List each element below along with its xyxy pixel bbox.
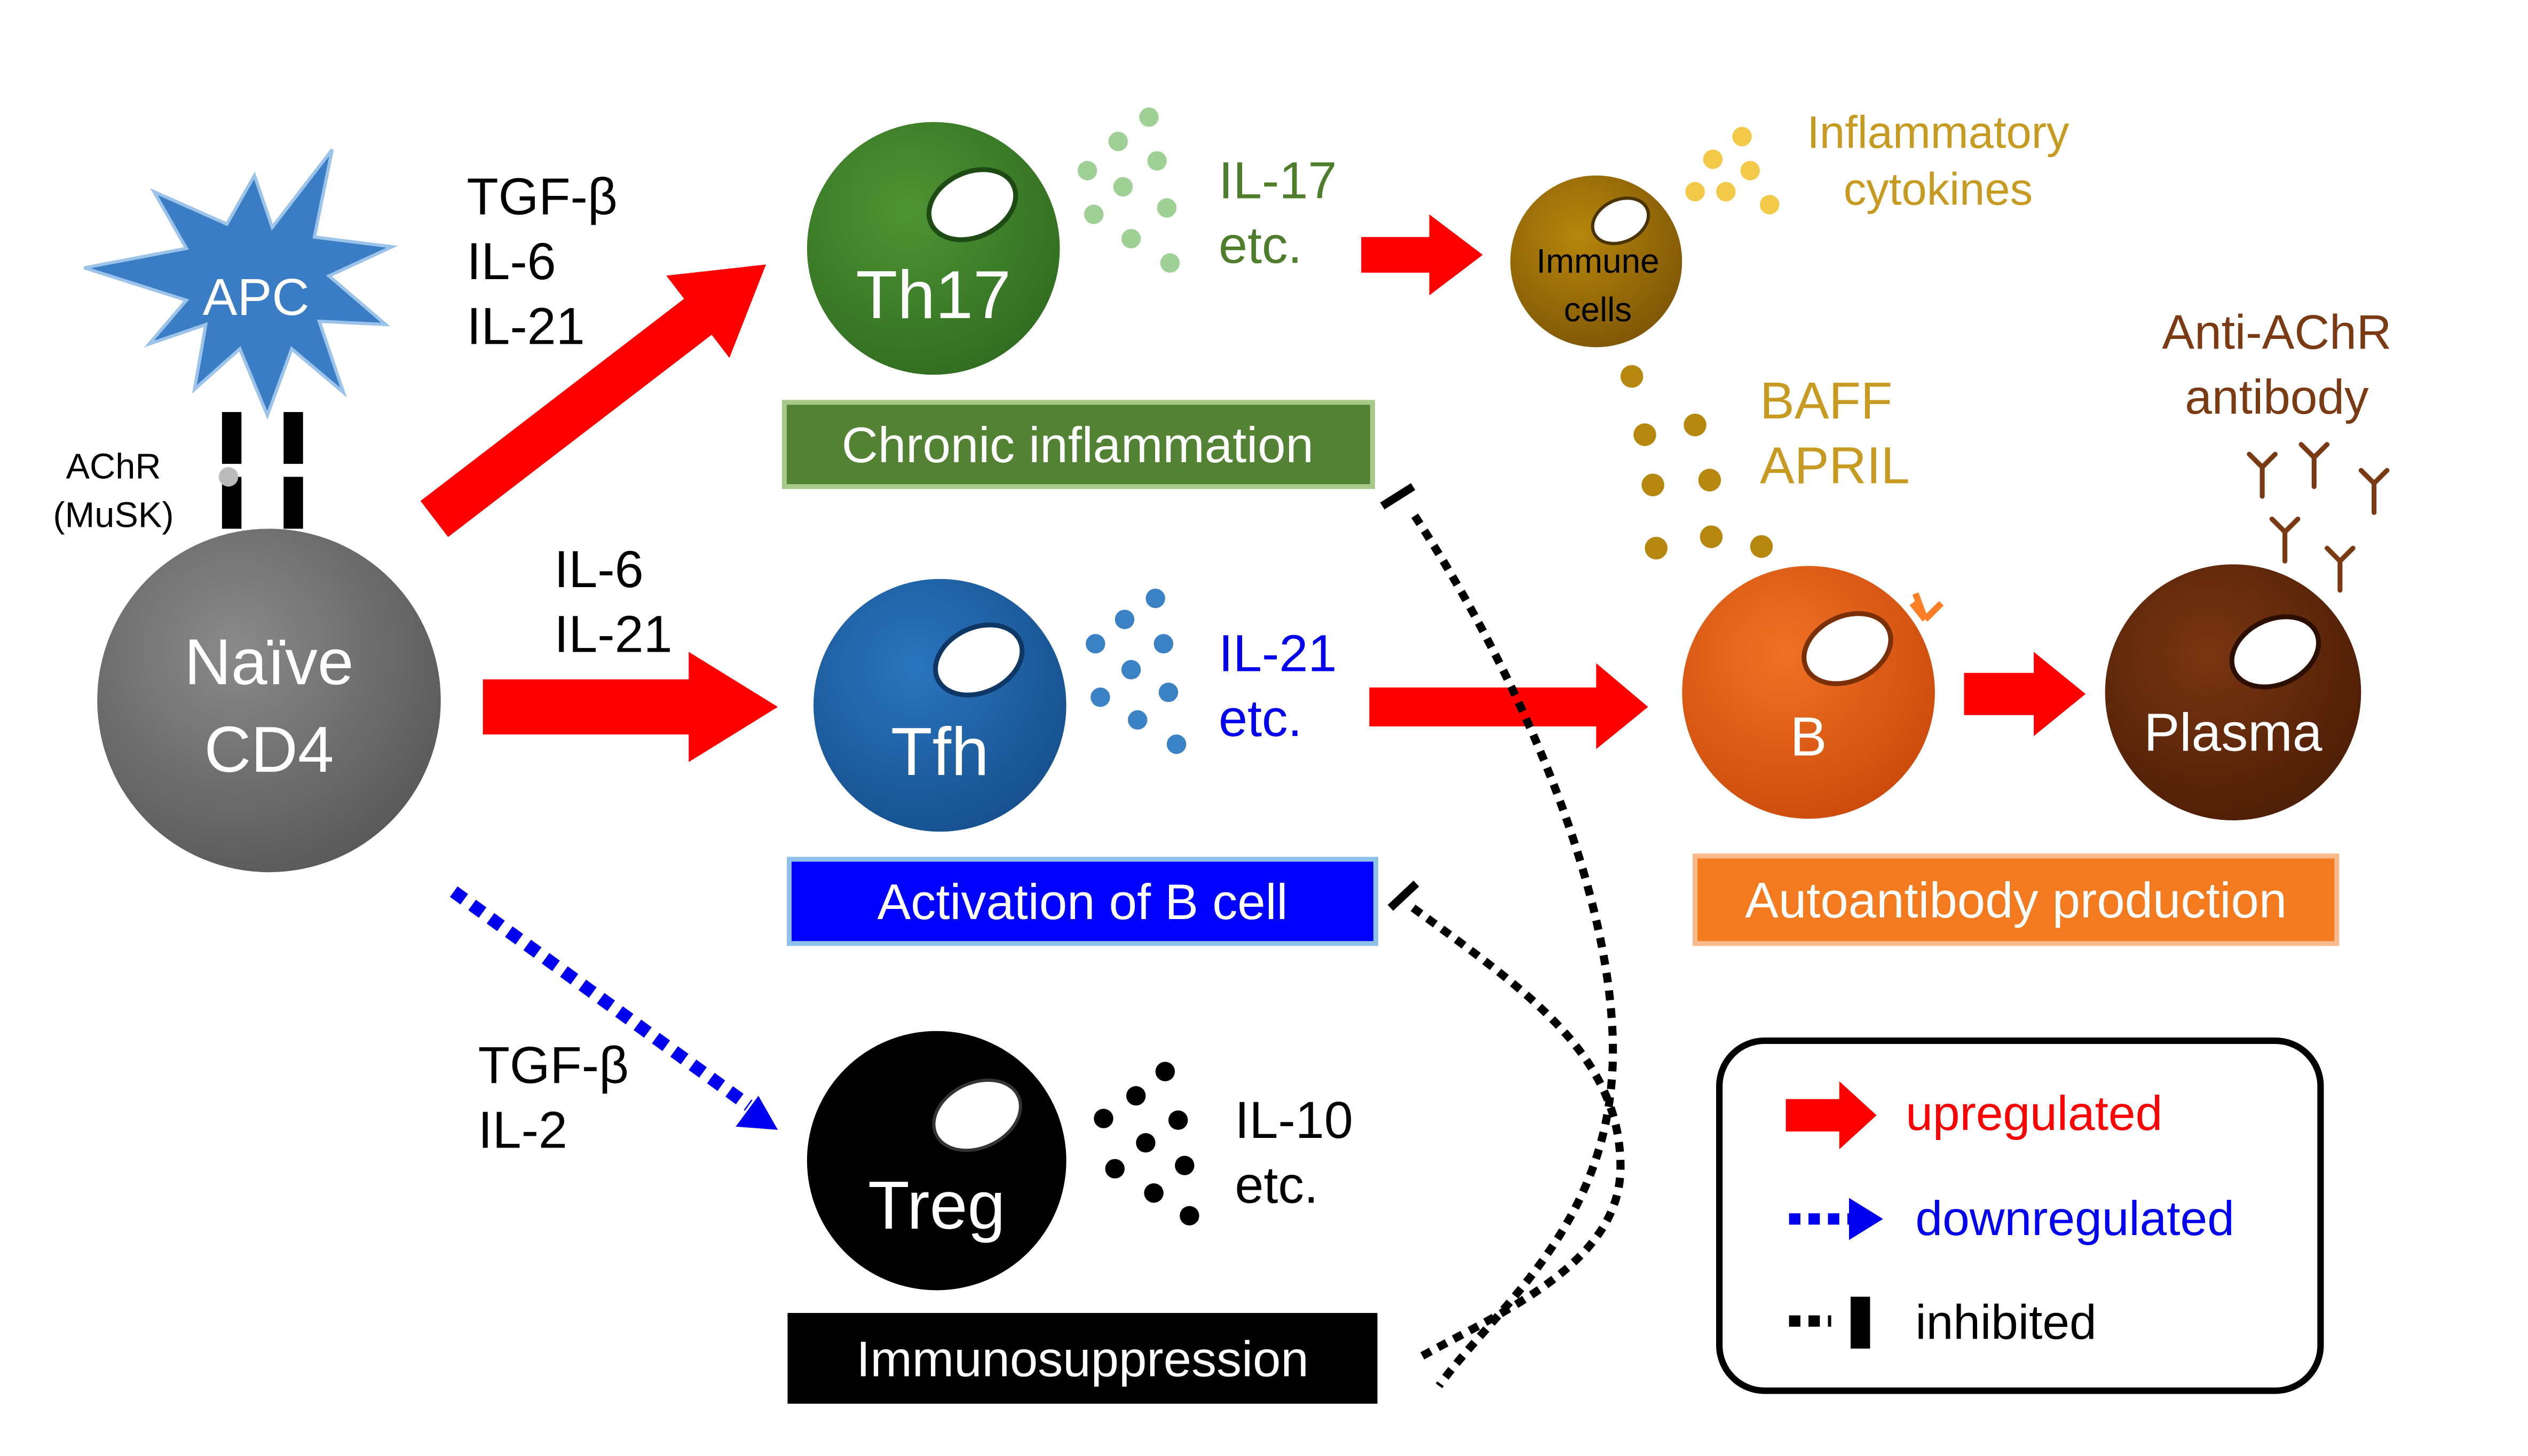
legend-downregulated-head: [1848, 1198, 1883, 1240]
arrow-naive-to-tfh: [483, 652, 778, 762]
apc-label: APC: [203, 268, 310, 326]
th17-label: Th17: [856, 257, 1011, 333]
inflammatory-cytokine-dots: [1685, 126, 1780, 215]
tfh-inducer-1: IL-6: [554, 540, 643, 598]
naive-cd4-cell: Naïve CD4: [97, 528, 441, 873]
treg-cytokine-1: IL-10: [1235, 1091, 1353, 1149]
legend: upregulated downregulated inhibited: [1716, 1037, 2324, 1394]
immunosuppression-box: Immunosuppression: [787, 1312, 1378, 1404]
treg-cell: Treg: [807, 1031, 1066, 1291]
legend-inhibited-label: inhibited: [1915, 1296, 2096, 1350]
th17-cytokine-2: etc.: [1219, 216, 1302, 274]
arrow-tfh-to-b: [1369, 663, 1648, 749]
legend-upregulated-label: upregulated: [1906, 1087, 2162, 1141]
th17-inducer-1: TGF-β: [467, 168, 617, 226]
legend-downregulated-label: downregulated: [1915, 1192, 2234, 1246]
th17-cytokine-dots: [1077, 107, 1180, 273]
baff-april-dots: [1620, 365, 1773, 560]
immune-cells: Immune cells: [1510, 175, 1682, 347]
baff-label: BAFF: [1760, 371, 1892, 430]
arrow-th17-to-immune: [1361, 214, 1483, 296]
antibody-icons: [2247, 442, 2390, 593]
b-label: B: [1790, 706, 1827, 767]
inhibition-to-activation: [1387, 880, 1625, 1362]
immune-nucleus: [1591, 196, 1650, 246]
antibody-label-2: antibody: [2185, 370, 2369, 424]
arrow-b-to-plasma: [1964, 652, 2086, 737]
th17-inducer-3: IL-21: [467, 297, 584, 355]
achr-label-line2: (MuSK): [53, 496, 173, 535]
tfh-nucleus: [933, 622, 1025, 698]
arrow-naive-to-treg-dotted: [449, 886, 778, 1130]
plasma-cell: Plasma: [2105, 564, 2361, 821]
april-label: APRIL: [1760, 437, 1910, 495]
inflammatory-label-1: Inflammatory: [1807, 107, 2069, 158]
th17-inducers: TGF-β IL-6 IL-21: [467, 168, 617, 355]
plasma-nucleus: [2229, 614, 2321, 690]
treg-inducer-2: IL-2: [478, 1101, 567, 1159]
arrow-naive-to-th17: [420, 264, 767, 537]
activation-of-b-cell-box: Activation of B cell: [786, 857, 1379, 946]
b-receptor: [1909, 592, 1944, 622]
achr-receptor: [218, 412, 303, 543]
tfh-cytokine-dots: [1086, 588, 1187, 754]
treg-cytokine-2: etc.: [1235, 1156, 1318, 1214]
achr-label-line1: AChR: [66, 447, 161, 486]
chronic-inflammation-box: Chronic inflammation: [781, 400, 1375, 489]
inflammatory-label-2: cytokines: [1844, 164, 2033, 215]
naive-label-line1: Naïve: [184, 626, 353, 698]
legend-upregulated-arrow: [1786, 1081, 1877, 1150]
immune-label-line2: cells: [1564, 290, 1632, 329]
plasma-label: Plasma: [2144, 703, 2322, 763]
treg-label: Treg: [868, 1168, 1005, 1244]
b-nucleus: [1802, 611, 1893, 686]
treg-inducers: TGF-β IL-2: [478, 1036, 629, 1159]
tfh-inducers: IL-6 IL-21: [554, 540, 672, 663]
inhibition-to-chronic: [1380, 483, 1617, 1388]
activation-of-b-cell-label: Activation of B cell: [878, 874, 1288, 930]
apc-star: [83, 148, 398, 420]
th17-cell: Th17: [807, 122, 1060, 375]
treg-cytokine-dots: [1094, 1062, 1199, 1226]
th17-cytokine-1: IL-17: [1219, 151, 1337, 209]
autoantibody-production-label: Autoantibody production: [1745, 872, 2287, 928]
treg-inducer-1: TGF-β: [478, 1036, 629, 1094]
immunosuppression-label: Immunosuppression: [856, 1331, 1308, 1387]
th17-nucleus: [926, 167, 1018, 242]
tfh-cell: Tfh: [813, 579, 1066, 832]
tfh-cytokine-1: IL-21: [1219, 624, 1337, 683]
immune-label-line1: Immune: [1536, 242, 1659, 280]
naive-label-line2: CD4: [204, 713, 334, 786]
tfh-inducer-2: IL-21: [554, 605, 672, 663]
tfh-label: Tfh: [891, 714, 989, 790]
chronic-inflammation-label: Chronic inflammation: [842, 417, 1314, 473]
treg-nucleus: [932, 1078, 1022, 1152]
apc-cell: APC: [83, 148, 398, 420]
antibody-label-1: Anti-AChR: [2162, 306, 2391, 360]
b-cell: B: [1682, 566, 1944, 819]
autoantibody-production-box: Autoantibody production: [1692, 853, 2340, 946]
tfh-cytokine-2: etc.: [1219, 689, 1302, 747]
legend-inhibited-bar: [1850, 1296, 1870, 1349]
th17-inducer-2: IL-6: [467, 232, 556, 290]
